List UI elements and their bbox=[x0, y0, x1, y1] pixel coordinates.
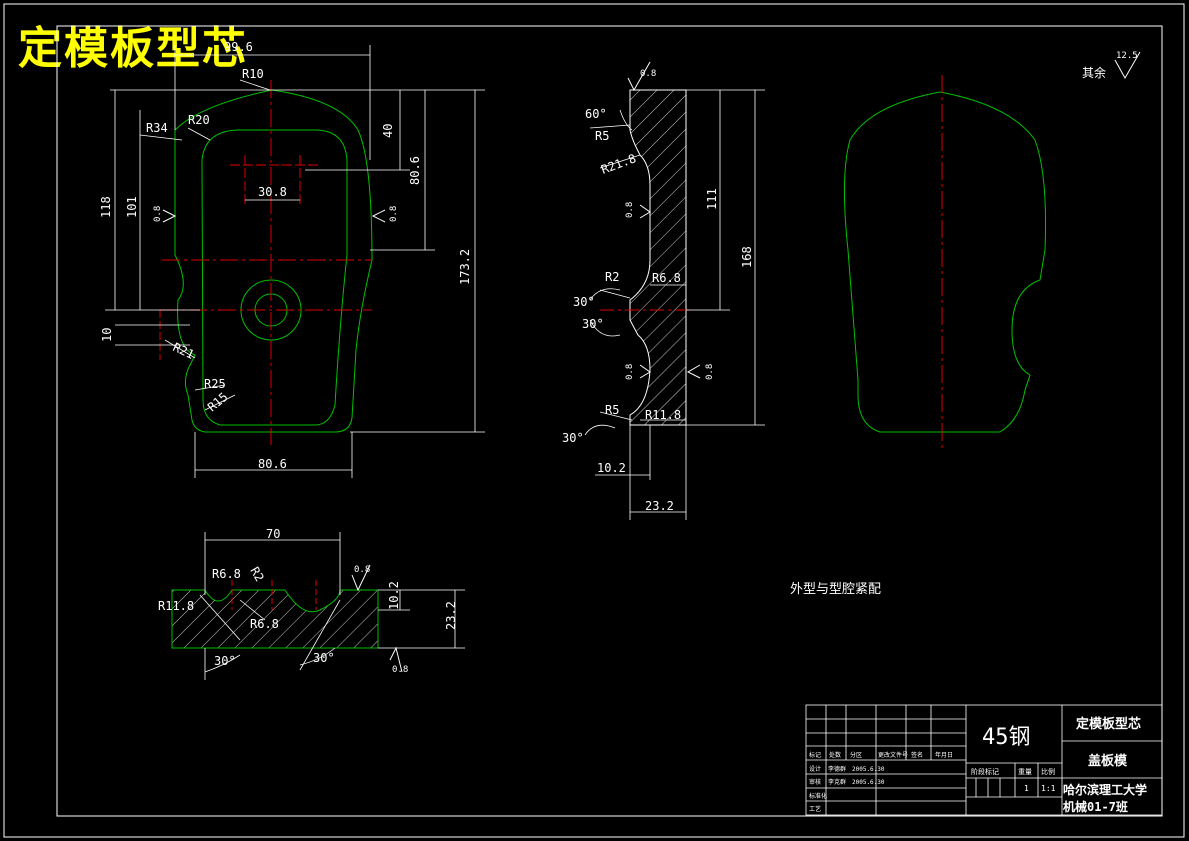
tb-checker: 李克群 bbox=[828, 778, 846, 786]
bot-d23-2: 23.2 bbox=[444, 601, 458, 630]
bot-roughness-1: 0.8 bbox=[354, 565, 370, 575]
dim-99-6: 99.6 bbox=[224, 40, 253, 54]
bot-r11-8: R11.8 bbox=[158, 599, 194, 613]
tb-craft: 工艺 bbox=[809, 805, 821, 813]
tb-material: 45钢 bbox=[982, 725, 1031, 750]
bot-roughness-2: 0.8 bbox=[392, 665, 408, 675]
sec-a30c: 30° bbox=[562, 431, 584, 445]
tb-assembly: 盖板模 bbox=[1088, 753, 1128, 769]
roughness-rest-value: 12.5 bbox=[1116, 51, 1138, 61]
tb-std: 标准化 bbox=[809, 792, 827, 800]
tb-date2: 2005.6.30 bbox=[852, 779, 885, 786]
dim-r15: R15 bbox=[205, 390, 231, 415]
bot-r6-8b: R6.8 bbox=[250, 617, 279, 631]
sec-a60: 60° bbox=[585, 107, 607, 121]
outer-border bbox=[3, 3, 1185, 838]
title-block-text: 45钢 定模板型芯 盖板模 哈尔滨理工大学 机械01-7班 阶段标记 重量 比例… bbox=[809, 716, 1147, 814]
tb-part-name: 定模板型芯 bbox=[1075, 716, 1141, 732]
sec-d111: 111 bbox=[705, 188, 719, 210]
tb-scale-hdr: 比例 bbox=[1041, 767, 1055, 776]
dim-80-6-v: 80.6 bbox=[408, 156, 422, 185]
sec-d23-2: 23.2 bbox=[645, 499, 674, 513]
roughness-rest-label: 其余 bbox=[1082, 65, 1106, 80]
sec-d168: 168 bbox=[740, 246, 754, 268]
tb-date1: 2005.6.30 bbox=[852, 766, 885, 773]
roughness-left: 0.8 bbox=[153, 206, 163, 222]
dim-r10: R10 bbox=[242, 67, 264, 81]
tb-class: 机械01-7班 bbox=[1063, 799, 1128, 814]
dim-10: 10 bbox=[100, 328, 114, 342]
dim-80-6-h: 80.6 bbox=[258, 457, 287, 471]
dim-40: 40 bbox=[381, 124, 395, 138]
roughness-right: 0.8 bbox=[389, 206, 399, 222]
title-block bbox=[805, 704, 1163, 816]
outline-shape bbox=[843, 91, 1047, 433]
tb-scale: 1:1 bbox=[1041, 784, 1056, 793]
section-hatched bbox=[629, 89, 687, 426]
dim-118: 118 bbox=[99, 196, 113, 218]
drawing-title: 定模板型芯 bbox=[18, 23, 248, 74]
sec-r6-8: R6.8 bbox=[652, 271, 681, 285]
sec-d10-2: 10.2 bbox=[597, 461, 626, 475]
roughness-rest: 其余 12.5 bbox=[1082, 51, 1141, 80]
sec-a30b: 30° bbox=[582, 317, 604, 331]
dim-r34: R34 bbox=[146, 121, 168, 135]
sec-roughness-2: 0.8 bbox=[625, 364, 635, 380]
bot-a30b: 30° bbox=[313, 651, 335, 665]
tb-design: 设计 bbox=[809, 765, 821, 773]
sec-r5a: R5 bbox=[595, 129, 609, 143]
bot-a30a: 30° bbox=[214, 654, 236, 668]
core-outline bbox=[174, 89, 373, 433]
tb-qty: 1 bbox=[1024, 784, 1029, 793]
sec-a30a: 30° bbox=[573, 295, 595, 309]
sec-r5b: R5 bbox=[605, 403, 619, 417]
dim-101: 101 bbox=[125, 196, 139, 218]
assembly-note: 外型与型腔紧配 bbox=[790, 582, 882, 597]
dim-r20: R20 bbox=[188, 113, 210, 127]
bot-r2: R2 bbox=[247, 565, 266, 585]
dim-r21: R21 bbox=[171, 340, 197, 362]
inner-border bbox=[56, 25, 1163, 817]
tb-row-3: 更改文件号 bbox=[878, 751, 908, 759]
sec-r2: R2 bbox=[605, 270, 619, 284]
bot-d10-2: 10.2 bbox=[387, 581, 401, 610]
sec-roughness-top: 0.8 bbox=[640, 69, 656, 79]
section-view: 60° R5 R21.8 111 168 R2 R6.8 30° 30° R5 … bbox=[562, 61, 765, 520]
sec-r21-8: R21.8 bbox=[599, 151, 638, 177]
tb-designer: 李德群 bbox=[828, 765, 846, 773]
bottom-view: 70 R6.8 R2 R11.8 R6.8 10.2 23.2 30° 30° … bbox=[158, 527, 465, 680]
dim-30-8: 30.8 bbox=[258, 185, 287, 199]
tb-row-0: 标记 bbox=[809, 751, 821, 759]
bot-r6-8a: R6.8 bbox=[212, 567, 241, 581]
dim-r25: R25 bbox=[204, 377, 226, 391]
core-inner-outline bbox=[201, 129, 348, 426]
sec-r11-8: R11.8 bbox=[645, 408, 681, 422]
tb-row-4: 签名 bbox=[911, 751, 923, 759]
dim-173-2: 173.2 bbox=[458, 249, 472, 285]
tb-row-5: 年月日 bbox=[935, 751, 953, 759]
bot-d70: 70 bbox=[266, 527, 280, 541]
sec-roughness-3: 0.8 bbox=[705, 364, 715, 380]
outline-view bbox=[843, 75, 1047, 450]
tb-check: 审核 bbox=[809, 778, 821, 786]
tb-row-2: 分区 bbox=[850, 751, 862, 759]
tb-weight-hdr: 重量 bbox=[1018, 768, 1032, 776]
tb-school: 哈尔滨理工大学 bbox=[1063, 782, 1147, 797]
plan-view: 99.6 R10 R20 R34 40 80.6 173.2 118 101 3… bbox=[99, 40, 485, 478]
tb-stage-hdr: 阶段标记 bbox=[971, 767, 999, 776]
tb-row-1: 处数 bbox=[829, 751, 841, 759]
sec-roughness-1: 0.8 bbox=[625, 202, 635, 218]
